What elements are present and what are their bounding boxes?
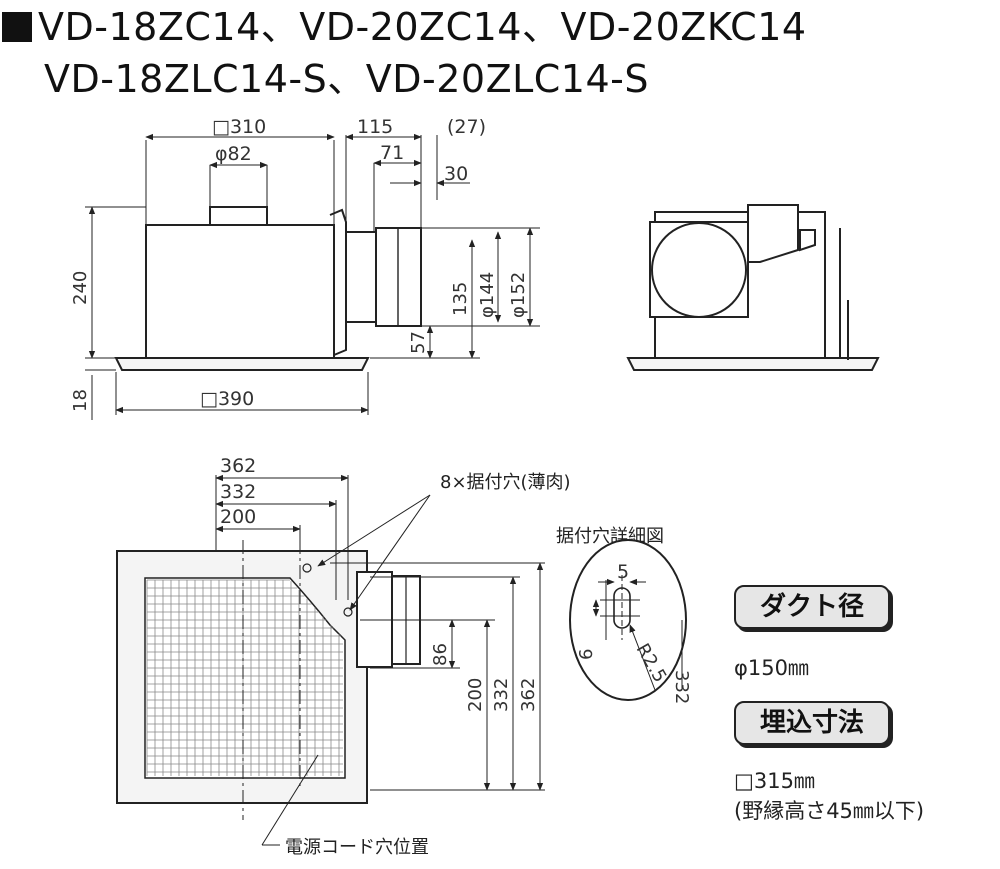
dim-71: 71 bbox=[380, 142, 404, 164]
dim-18: 18 bbox=[70, 389, 91, 412]
dim-detail-6: 6 bbox=[576, 649, 597, 660]
model-title-line1: VD-18ZC14、VD-20ZC14、VD-20ZKC14 bbox=[2, 8, 807, 46]
square-bullet-icon bbox=[2, 12, 32, 42]
dim-plan-86: 86 bbox=[430, 643, 451, 666]
side-top-duct bbox=[209, 206, 268, 226]
duct-diameter-value: φ150㎜ bbox=[734, 656, 809, 680]
dim-detail-332: 332 bbox=[671, 670, 692, 704]
grille bbox=[146, 579, 343, 776]
embed-size-badge: 埋込寸法 bbox=[734, 701, 890, 745]
dim-phi82: φ82 bbox=[215, 143, 252, 165]
side-body bbox=[145, 224, 335, 361]
dim-240: 240 bbox=[70, 271, 91, 305]
side-panel bbox=[114, 357, 370, 371]
front-duct-circle bbox=[651, 222, 747, 318]
dim-390: □390 bbox=[200, 388, 254, 410]
front-view bbox=[626, 204, 880, 371]
plan-view bbox=[116, 474, 545, 846]
model-title-line2: VD-18ZLC14-S、VD-20ZLC14-S bbox=[44, 57, 649, 101]
dim-plan-v362: 362 bbox=[518, 678, 539, 712]
embed-size-note: (野縁高さ45㎜以下) bbox=[734, 799, 925, 823]
dim-plan-332: 332 bbox=[220, 481, 256, 503]
embed-size-value: □315㎜ bbox=[734, 769, 815, 793]
dim-phi152: φ152 bbox=[508, 272, 529, 318]
detail-view bbox=[569, 539, 687, 701]
dim-135: 135 bbox=[450, 282, 471, 316]
mount-holes-label: 8×据付穴(薄肉) bbox=[440, 472, 571, 493]
dim-detail-5: 5 bbox=[617, 561, 629, 583]
dim-phi144: φ144 bbox=[477, 272, 498, 318]
dim-57: 57 bbox=[408, 331, 429, 354]
side-view bbox=[85, 133, 540, 420]
dim-27: (27) bbox=[447, 116, 486, 138]
dim-plan-362: 362 bbox=[220, 455, 256, 477]
dim-310: □310 bbox=[212, 116, 266, 138]
cord-hole-label: 電源コード穴位置 bbox=[285, 837, 429, 858]
dim-plan-v332: 332 bbox=[491, 678, 512, 712]
dim-plan-200: 200 bbox=[220, 506, 256, 528]
dim-30: 30 bbox=[444, 163, 468, 185]
dim-plan-v200: 200 bbox=[465, 678, 486, 712]
dim-115: 115 bbox=[357, 116, 393, 138]
duct-diameter-badge: ダクト径 bbox=[734, 585, 890, 629]
